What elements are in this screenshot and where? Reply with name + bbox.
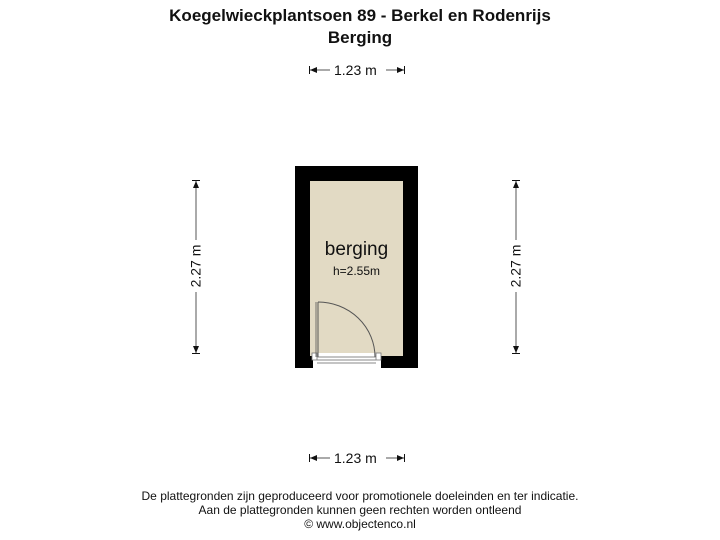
- dimension-bottom-label: 1.23 m: [332, 450, 379, 466]
- door-swing: [315, 301, 376, 358]
- room-height: h=2.55m: [332, 264, 381, 278]
- room-floor: [310, 181, 403, 356]
- disclaimer-line-2: Aan de plattegronden kunnen geen rechten…: [198, 503, 522, 517]
- dimension-right-label: 2.27 m: [507, 242, 524, 290]
- dimension-left-label: 2.27 m: [187, 242, 204, 290]
- room-walls: [295, 166, 418, 368]
- room-name: berging: [324, 239, 389, 260]
- plan-title: Koegelwieckplantsoen 89 - Berkel en Rode…: [169, 6, 551, 25]
- dimension-top-label: 1.23 m: [332, 62, 379, 78]
- copyright-link: © www.objectenco.nl: [304, 517, 416, 531]
- plan-subtitle: Berging: [327, 28, 393, 47]
- disclaimer-line-1: De plattegronden zijn geproduceerd voor …: [141, 489, 579, 503]
